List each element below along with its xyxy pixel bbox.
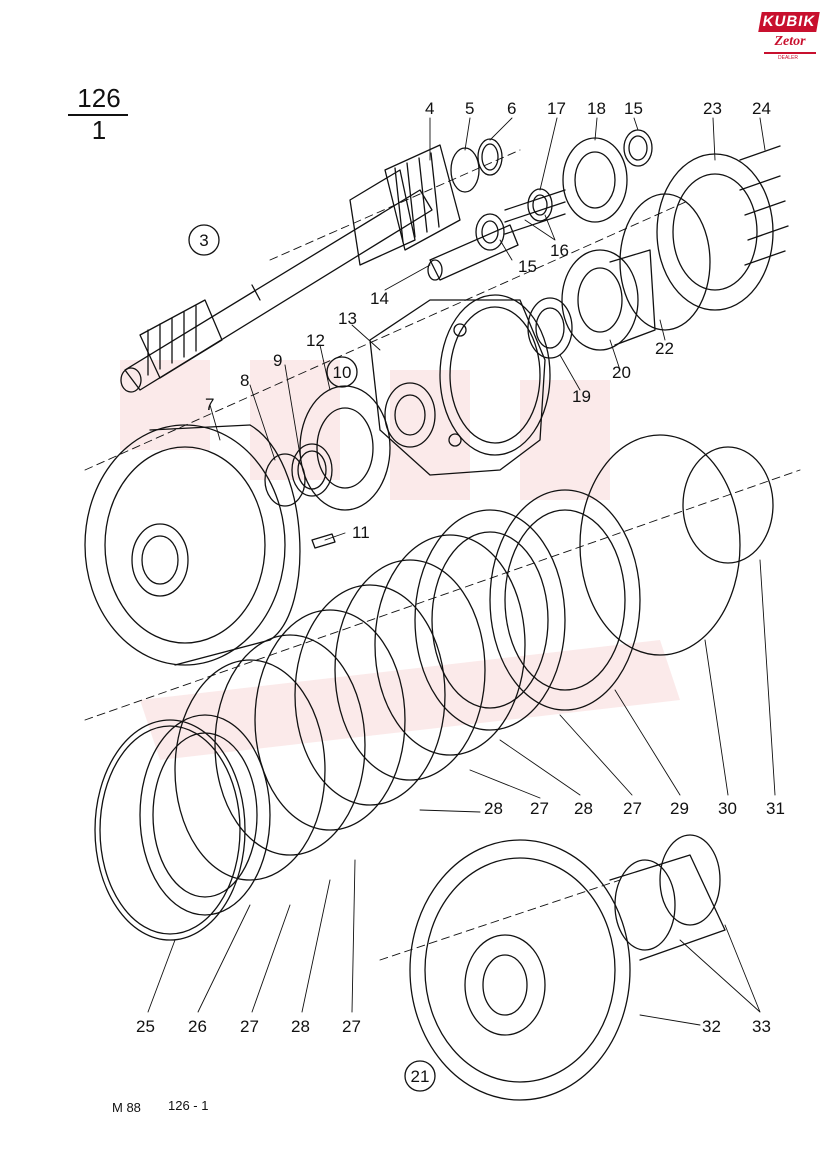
part-label: 24 [752, 99, 771, 118]
small-parts-top [427, 129, 653, 281]
part-label: 5 [465, 99, 474, 118]
group-marker-21 [404, 1060, 436, 1092]
outer-drum-group [94, 714, 271, 941]
leader-lines [147, 117, 776, 1026]
part-label: 25 [136, 1017, 155, 1036]
part-label: 9 [273, 351, 282, 370]
part-label: 6 [507, 99, 516, 118]
footer-reference: 126 - 1 [168, 1098, 209, 1113]
main-shaft [120, 144, 461, 393]
part-label: 27 [342, 1017, 361, 1036]
part-label: 30 [718, 799, 737, 818]
part-label: 8 [240, 371, 249, 390]
pressure-plate-group [264, 385, 391, 549]
part-label: 19 [572, 387, 591, 406]
planet-carrier [369, 294, 551, 476]
part-label: 16 [550, 241, 569, 260]
part-label: 33 [752, 1017, 771, 1036]
part-label: 17 [547, 99, 566, 118]
assembly-group-markers: 3 10 21 [188, 224, 436, 1092]
part-label: 28 [484, 799, 503, 818]
part-label: 15 [518, 257, 537, 276]
ring-gear-drum [409, 834, 726, 1101]
group-label-3: 3 [199, 231, 208, 250]
clutch-disc-pack [174, 434, 774, 881]
part-label: 7 [205, 395, 214, 414]
part-label: 14 [370, 289, 389, 308]
kubik-zetor-logo: KUBIK Zetor DEALER [758, 12, 820, 62]
part-label: 15 [624, 99, 643, 118]
group-marker-3 [188, 224, 220, 256]
part-label: 29 [670, 799, 689, 818]
page-number-top: 126 [77, 83, 121, 113]
logo-tag: DEALER [778, 55, 799, 61]
part-label: 4 [425, 99, 434, 118]
part-label: 18 [587, 99, 606, 118]
part-label: 27 [623, 799, 642, 818]
part-label: 23 [703, 99, 722, 118]
footer-model: M 88 [112, 1100, 141, 1115]
part-label: 11 [352, 523, 370, 542]
part-label: 22 [655, 339, 674, 358]
part-label: 28 [574, 799, 593, 818]
part-label: 32 [702, 1017, 721, 1036]
logo-divider [764, 52, 816, 54]
group-label-21: 21 [411, 1067, 430, 1086]
watermark [120, 360, 680, 760]
page-number-divider [68, 114, 128, 116]
part-label: 12 [306, 331, 325, 350]
part-label: 28 [291, 1017, 310, 1036]
part-number-labels: 4 5 6 17 18 15 23 24 16 15 14 13 12 9 8 … [136, 99, 785, 1036]
part-label: 27 [240, 1017, 259, 1036]
hub-drum [84, 424, 301, 666]
part-label: 31 [766, 799, 785, 818]
page-number-bottom: 1 [91, 115, 107, 145]
logo-sub: Zetor [774, 34, 806, 49]
part-label: 26 [188, 1017, 207, 1036]
part-label: 20 [612, 363, 631, 382]
group-label-10: 10 [333, 363, 352, 382]
group-marker-10 [326, 356, 358, 388]
part-label: 27 [530, 799, 549, 818]
part-label: 13 [338, 309, 357, 328]
